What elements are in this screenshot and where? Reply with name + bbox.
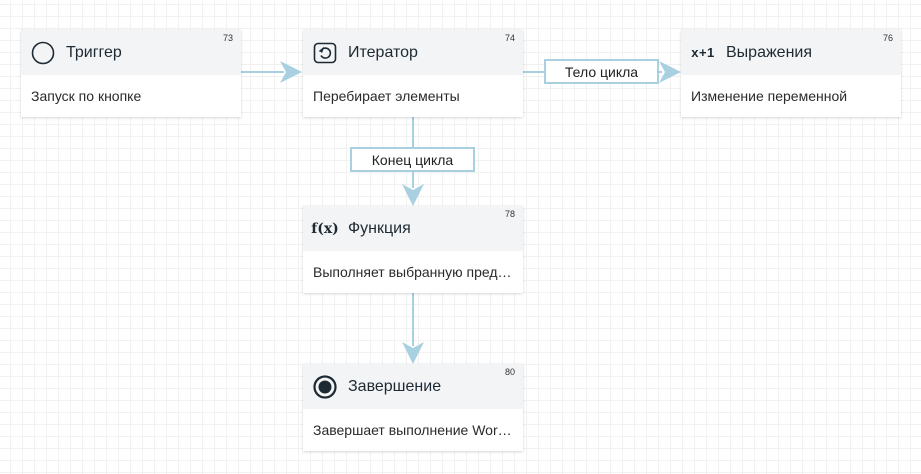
node-number: 78 [504, 209, 515, 219]
arrowhead-function-finish [402, 342, 424, 364]
node-iterator[interactable]: Итератор 74 Перебирает элементы [303, 30, 523, 117]
node-trigger[interactable]: Триггер 73 Запуск по кнопке [21, 30, 241, 117]
node-function[interactable]: f(x) Функция 78 Выполняет выбранную пред… [303, 206, 523, 293]
function-icon: f(x) [311, 220, 339, 237]
node-description: Изменение переменной [691, 88, 848, 104]
node-number: 74 [504, 33, 515, 43]
node-description: Завершает выполнение Wor… [313, 422, 512, 438]
node-number: 80 [504, 367, 515, 377]
node-title: Выражения [726, 43, 813, 61]
node-header: Итератор 74 [303, 30, 523, 75]
node-expressions[interactable]: x+1 Выражения 76 Изменение переменной [681, 30, 901, 117]
arrowhead-iterator-expressions [659, 61, 681, 83]
edge-label-loop-body[interactable]: Тело цикла [544, 59, 659, 84]
circle-outline-icon [31, 41, 55, 65]
arrowhead-trigger-iterator [280, 61, 302, 83]
node-header: Завершение 80 [303, 364, 523, 409]
node-header: f(x) Функция 78 [303, 206, 523, 251]
node-finish[interactable]: Завершение 80 Завершает выполнение Wor… [303, 364, 523, 451]
node-header: x+1 Выражения 76 [681, 30, 901, 75]
node-description: Перебирает элементы [313, 88, 460, 104]
node-number: 76 [882, 33, 893, 43]
loop-icon [313, 41, 337, 65]
node-title: Триггер [66, 43, 122, 61]
node-description: Запуск по кнопке [31, 88, 142, 104]
arrowhead-iterator-function [402, 184, 424, 206]
node-title: Функция [348, 219, 411, 237]
node-title: Завершение [348, 377, 442, 395]
x-plus-one-icon: x+1 [691, 45, 715, 60]
node-description: Выполняет выбранную пред… [313, 264, 512, 280]
node-title: Итератор [348, 43, 418, 61]
node-header: Триггер 73 [21, 30, 241, 75]
edge-label-loop-end[interactable]: Конец цикла [350, 147, 475, 172]
stop-circle-icon [313, 374, 337, 399]
node-number: 73 [222, 33, 233, 43]
